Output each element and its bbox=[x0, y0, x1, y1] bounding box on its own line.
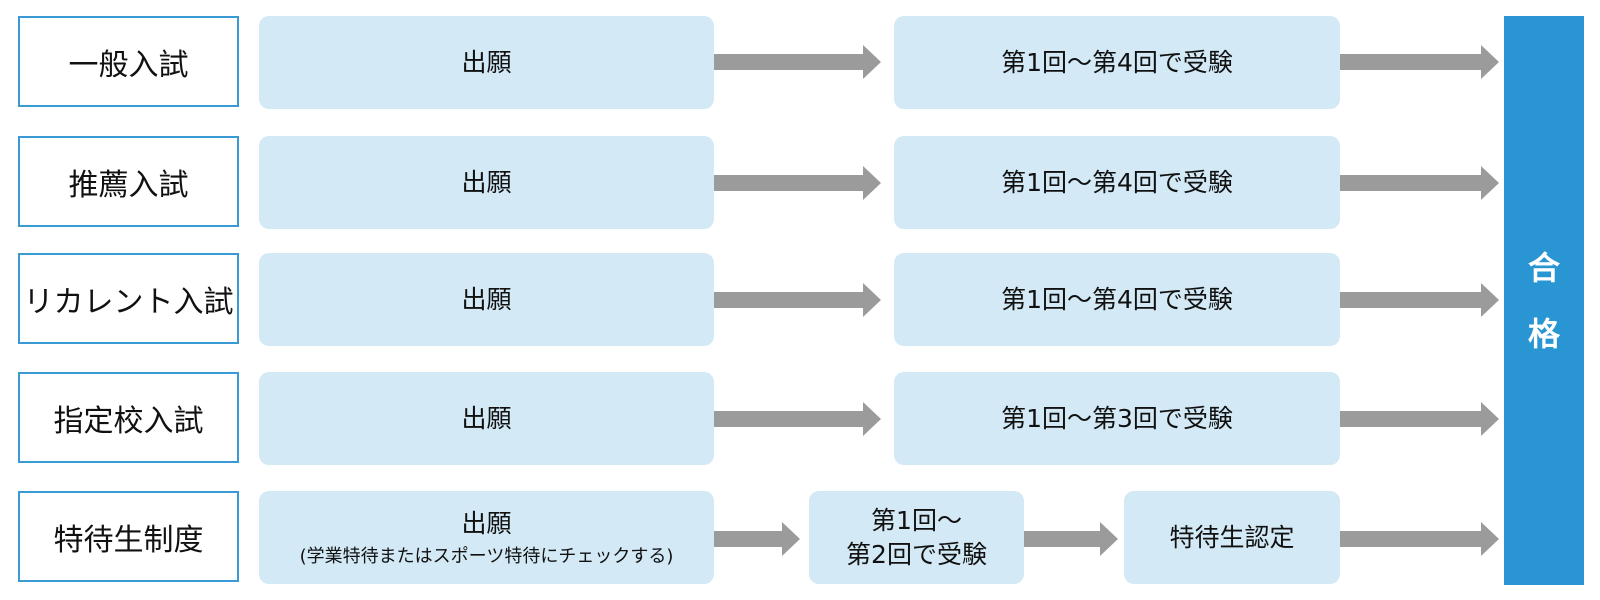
right-arrow-icon bbox=[1340, 45, 1499, 79]
step-exam-label: 第1回〜第4回で受験 bbox=[1001, 167, 1233, 197]
right-arrow-icon bbox=[1024, 522, 1118, 556]
row-label-recurrent: リカレント入試 bbox=[18, 253, 239, 344]
step-exam-recurrent: 第1回〜第4回で受験 bbox=[894, 253, 1340, 346]
step-exam-tokutaisei: 第1回〜 第2回で受験 bbox=[809, 491, 1024, 584]
goal-char-1: 合 bbox=[1527, 248, 1560, 287]
step-apply-recurrent: 出願 bbox=[259, 253, 714, 346]
goal-char-2: 格 bbox=[1527, 314, 1560, 353]
step-apply-label: 出願 bbox=[461, 47, 512, 77]
row-label-tokutaisei: 特待生制度 bbox=[18, 491, 239, 582]
step-exam-suisen: 第1回〜第4回で受験 bbox=[894, 136, 1340, 229]
right-arrow-icon bbox=[714, 166, 881, 200]
right-arrow-icon bbox=[714, 402, 881, 436]
right-arrow-icon bbox=[1340, 283, 1499, 317]
row-label-shiteikou: 指定校入試 bbox=[18, 372, 239, 463]
row-label-ippan: 一般入試 bbox=[18, 16, 239, 107]
right-arrow-icon bbox=[1340, 402, 1499, 436]
step-exam-line2: 第2回で受験 bbox=[846, 539, 987, 569]
step-certify-tokutaisei: 特待生認定 bbox=[1124, 491, 1340, 584]
step-apply-ippan: 出願 bbox=[259, 16, 714, 109]
right-arrow-icon bbox=[1340, 166, 1499, 200]
right-arrow-icon bbox=[714, 45, 881, 79]
right-arrow-icon bbox=[714, 522, 800, 556]
step-exam-ippan: 第1回〜第4回で受験 bbox=[894, 16, 1340, 109]
step-exam-line1: 第1回〜 bbox=[871, 505, 962, 535]
goal-pass-column: 合 格 bbox=[1504, 16, 1584, 585]
step-apply-shiteikou: 出願 bbox=[259, 372, 714, 465]
step-exam-label: 第1回〜第3回で受験 bbox=[1001, 403, 1233, 433]
step-exam-label: 第1回〜第4回で受験 bbox=[1001, 47, 1233, 77]
step-apply-label: 出願 bbox=[461, 284, 512, 314]
step-apply-label: 出願 bbox=[461, 508, 512, 538]
step-apply-tokutaisei: 出願 (学業特待またはスポーツ特待にチェックする) bbox=[259, 491, 714, 584]
step-apply-suisen: 出願 bbox=[259, 136, 714, 229]
row-label-suisen: 推薦入試 bbox=[18, 136, 239, 227]
step-apply-label: 出願 bbox=[461, 167, 512, 197]
step-certify-label: 特待生認定 bbox=[1169, 522, 1295, 552]
step-exam-label: 第1回〜第4回で受験 bbox=[1001, 284, 1233, 314]
step-apply-label: 出願 bbox=[461, 403, 512, 433]
right-arrow-icon bbox=[714, 283, 881, 317]
right-arrow-icon bbox=[1340, 522, 1499, 556]
step-apply-note: (学業特待またはスポーツ特待にチェックする) bbox=[299, 545, 674, 567]
step-exam-shiteikou: 第1回〜第3回で受験 bbox=[894, 372, 1340, 465]
